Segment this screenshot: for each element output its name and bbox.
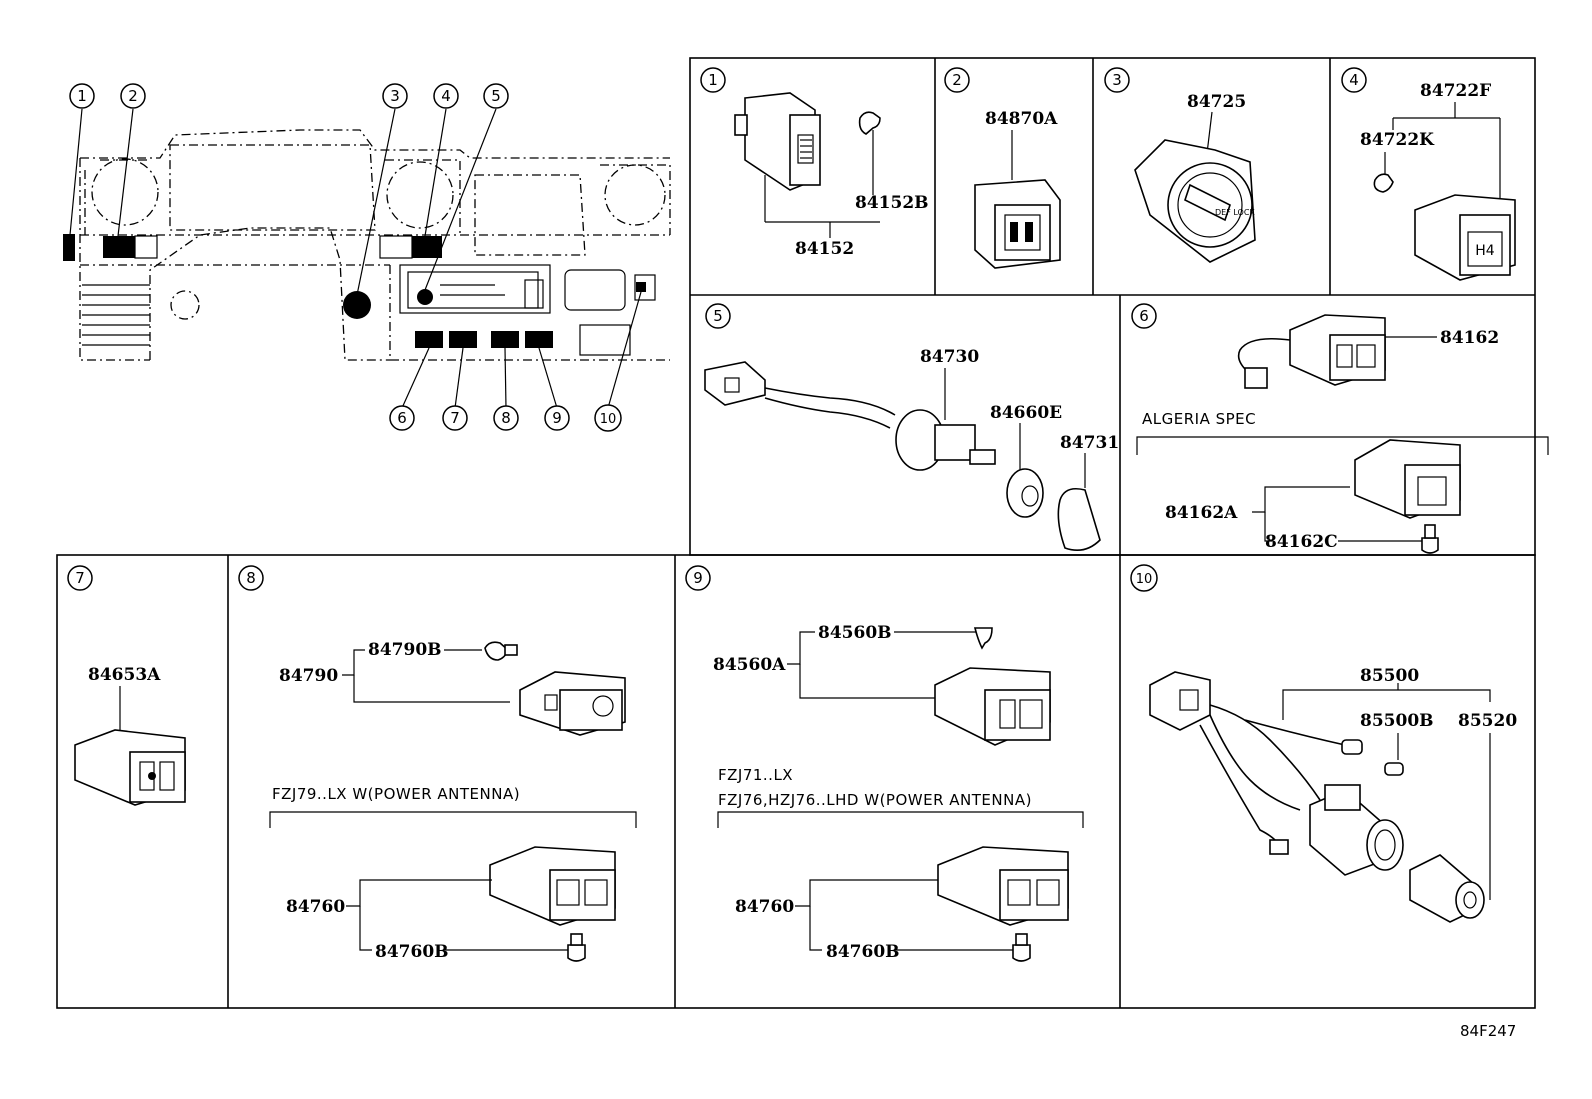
panel-6: 6 84162 ALGERIA SPEC 84162A 84162C <box>1131 303 1549 554</box>
switch-84162 <box>1289 314 1386 386</box>
switch-face-label: H4 <box>1475 243 1495 259</box>
part-85520: 85520 <box>1458 711 1517 731</box>
caption-fzj79: FZJ79..LX W(POWER ANTENNA) <box>272 785 520 803</box>
part-84162A: 84162A <box>1165 503 1238 523</box>
switch-84760-b <box>937 846 1069 926</box>
panel-9: 9 84560B 84560A FZJ71..LX FZJ76,HZJ76..L… <box>685 565 1084 962</box>
panel-4-number: 4 <box>1349 71 1359 89</box>
panel-10: 10 85500 85500B 85520 <box>1130 564 1517 923</box>
part-85500: 85500 <box>1360 666 1419 686</box>
knob-84725: DEF LOCK <box>1134 139 1256 263</box>
part-84730: 84730 <box>920 347 979 367</box>
caption-fzj76-hzj76: FZJ76,HZJ76..LHD W(POWER ANTENNA) <box>718 791 1032 809</box>
switch-84790 <box>519 671 626 736</box>
lighter-85520 <box>1409 854 1485 923</box>
part-84162: 84162 <box>1440 328 1499 348</box>
part-84760-9: 84760 <box>735 897 794 917</box>
panel-6-number: 6 <box>1139 307 1149 325</box>
callout-10: 10 <box>594 404 622 432</box>
callout-6-label: 6 <box>397 409 407 427</box>
socket-85500 <box>1309 784 1404 876</box>
panel-8: 8 84790B 84790 FZJ79..LX W(POWER ANTENNA… <box>238 565 637 962</box>
panel-7-number: 7 <box>75 569 85 587</box>
nut-84660E <box>1006 468 1044 518</box>
callout-6: 6 <box>389 405 415 431</box>
callout-9-label: 9 <box>552 409 562 427</box>
panel-9-number: 9 <box>693 569 703 587</box>
connector-84730 <box>704 361 766 406</box>
switch-84162A <box>1354 439 1461 519</box>
part-84152B: 84152B <box>855 193 929 213</box>
callout-4: 4 <box>433 83 459 109</box>
part-84725: 84725 <box>1187 92 1246 112</box>
part-85500B: 85500B <box>1360 711 1434 731</box>
switch-body-84730 <box>895 409 996 471</box>
panel-5: 5 84730 84660E 84731 <box>704 303 1119 551</box>
knob-84731 <box>1057 487 1101 551</box>
figure-code: 84F247 <box>1460 1022 1516 1040</box>
part-84731: 84731 <box>1060 433 1119 453</box>
part-84760: 84760 <box>286 897 345 917</box>
callout-9: 9 <box>544 405 570 431</box>
connector-85500 <box>1149 671 1211 731</box>
callout-2-label: 2 <box>128 87 138 105</box>
part-84790: 84790 <box>279 666 338 686</box>
switch-84760-a <box>489 846 616 926</box>
panel-3: 3 84725 DEF LOCK <box>1104 67 1256 263</box>
part-84870A: 84870A <box>985 109 1058 129</box>
switch-84152 <box>734 92 821 191</box>
panel-2-number: 2 <box>952 71 962 89</box>
knob-text: DEF LOCK <box>1215 208 1255 217</box>
dashboard-overview <box>63 108 671 409</box>
panel-10-number: 10 <box>1136 572 1153 587</box>
part-84560B: 84560B <box>818 623 892 643</box>
bulb-84152B <box>858 111 881 135</box>
callout-5: 5 <box>483 83 509 109</box>
part-84722K: 84722K <box>1360 130 1435 150</box>
callout-3-label: 3 <box>390 87 400 105</box>
part-84760B: 84760B <box>375 942 449 962</box>
callout-1: 1 <box>69 83 95 109</box>
panel-1: 1 84152B 84152 <box>700 67 929 259</box>
part-84660E: 84660E <box>990 403 1062 423</box>
switch-84560A <box>934 667 1051 746</box>
part-84653A: 84653A <box>88 665 161 685</box>
callout-10-label: 10 <box>600 412 617 427</box>
callout-8-label: 8 <box>501 409 511 427</box>
callout-3: 3 <box>382 83 408 109</box>
panel-grid <box>56 57 1536 1009</box>
panel-7: 7 84653A <box>67 565 186 806</box>
switch-84722F: H4 <box>1414 194 1516 281</box>
callout-8: 8 <box>493 405 519 431</box>
panel-5-number: 5 <box>713 307 723 325</box>
part-84760B-9: 84760B <box>826 942 900 962</box>
overview-callouts: 1 2 3 4 5 6 7 8 9 10 <box>69 83 622 432</box>
panel-1-number: 1 <box>708 71 718 89</box>
callout-5-label: 5 <box>491 87 501 105</box>
part-84722F: 84722F <box>1420 81 1491 101</box>
part-84560A: 84560A <box>713 655 786 675</box>
part-84790B: 84790B <box>368 640 442 660</box>
part-84162C: 84162C <box>1265 532 1338 552</box>
callout-1-label: 1 <box>77 87 87 105</box>
callout-4-label: 4 <box>441 87 451 105</box>
callout-7-label: 7 <box>450 409 460 427</box>
panel-2: 2 84870A <box>944 67 1061 269</box>
caption-algeria-spec: ALGERIA SPEC <box>1142 410 1256 428</box>
panel-8-number: 8 <box>246 569 256 587</box>
switch-84653A <box>74 729 186 806</box>
switch-84870A <box>974 179 1061 269</box>
callout-7: 7 <box>442 405 468 431</box>
panel-3-number: 3 <box>1112 71 1122 89</box>
panel-4: 4 84722F 84722K H4 <box>1341 67 1516 281</box>
caption-fzj71: FZJ71..LX <box>718 766 793 784</box>
callout-2: 2 <box>120 83 146 109</box>
part-84152: 84152 <box>795 239 854 259</box>
